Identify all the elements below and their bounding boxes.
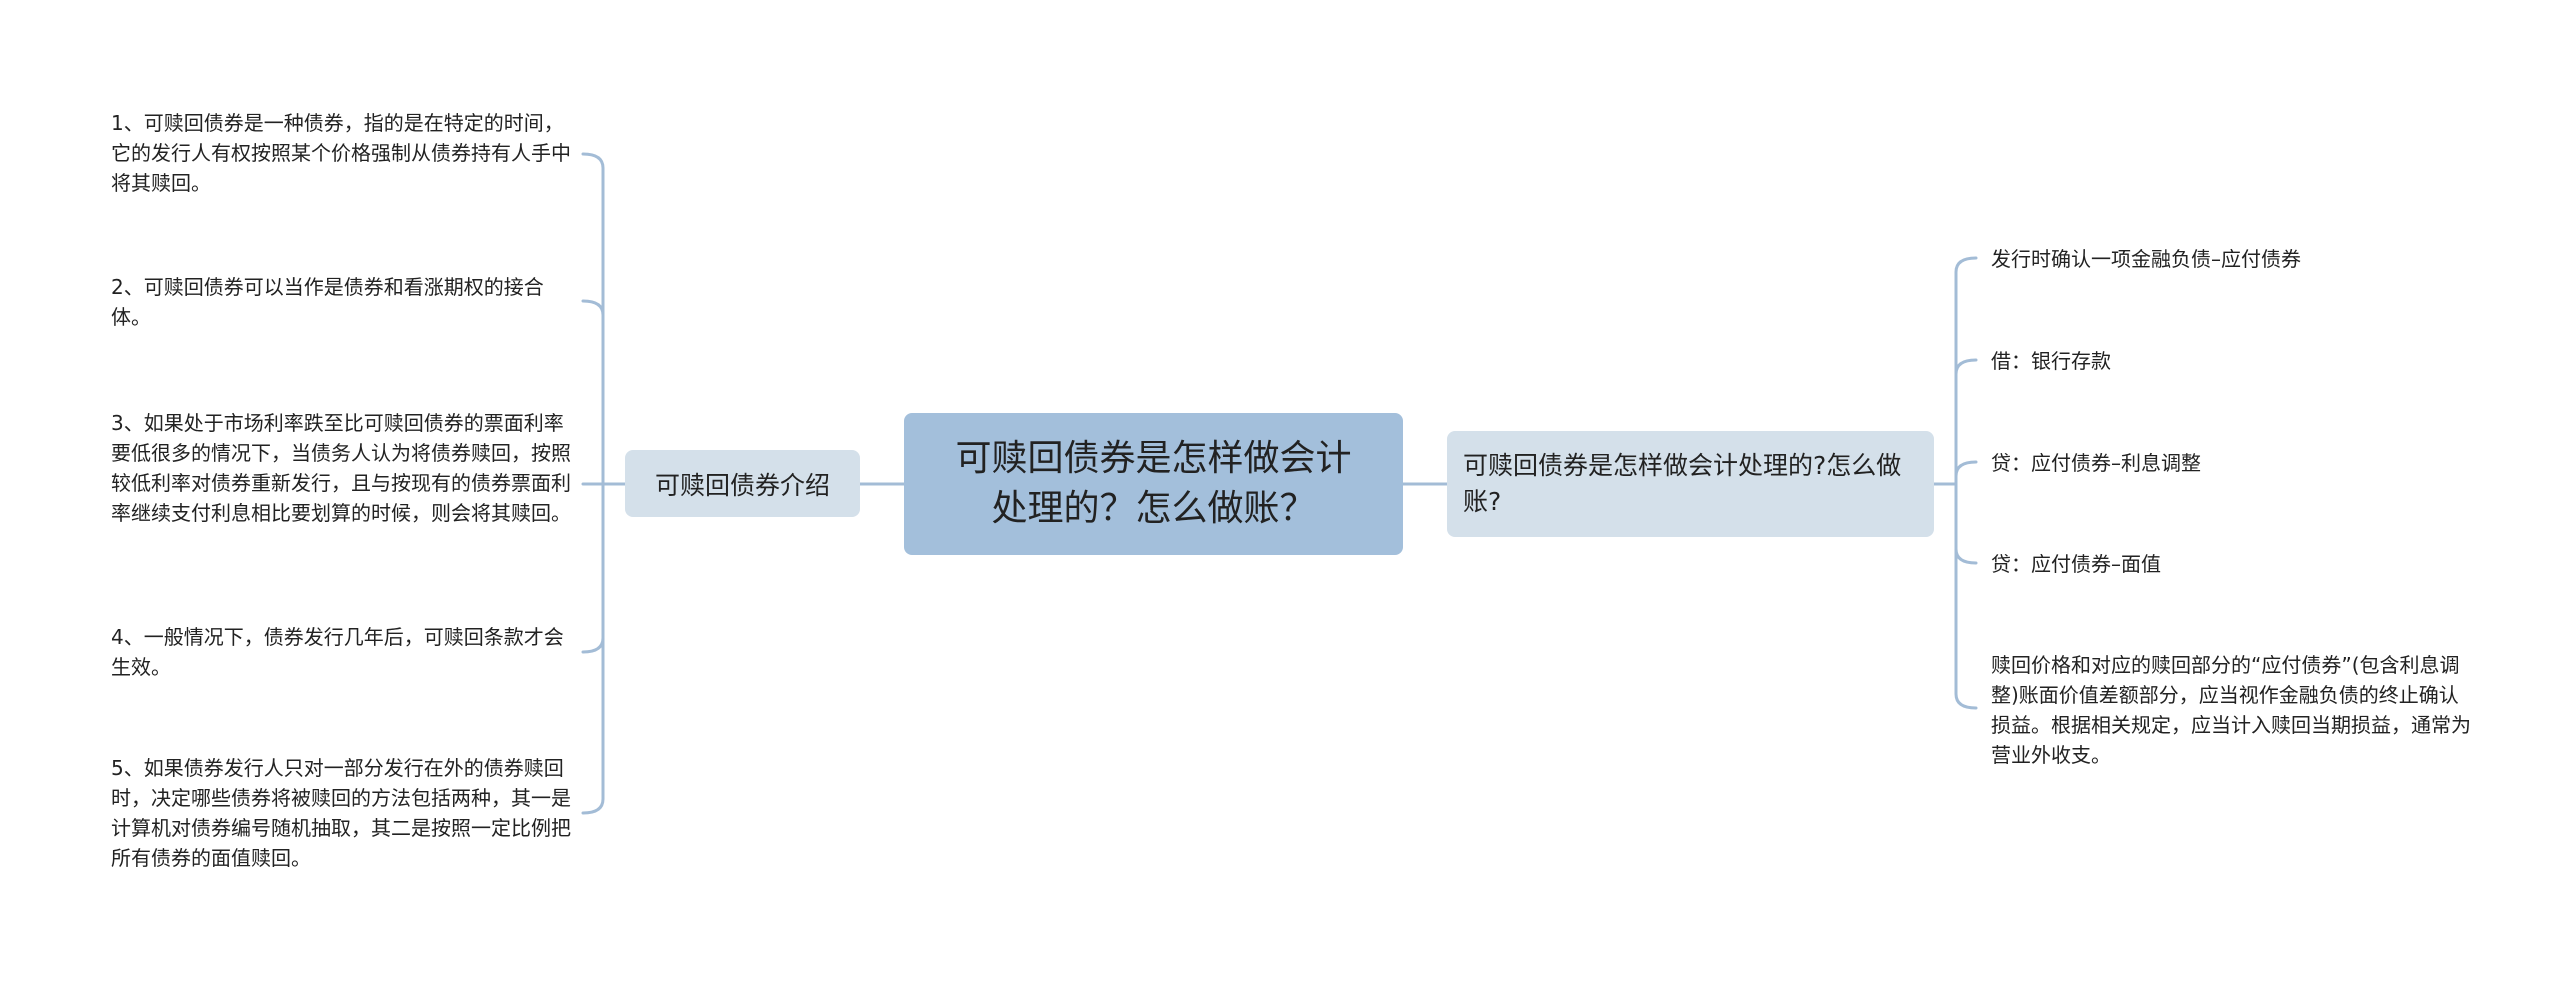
leaf-text: 5、如果债券发行人只对一部分发行在外的债券赎回时，决定哪些债券将被赎回的方法包括… bbox=[111, 756, 571, 870]
right-leaf-5[interactable]: 赎回价格和对应的赎回部分的“应付债券”(包含利息调整)账面价值差额部分，应当视作… bbox=[1991, 650, 2471, 770]
topic-label: 可赎回债券是怎样做会计处理的?怎么做账? bbox=[1463, 451, 1902, 516]
right-leaf-1[interactable]: 发行时确认一项金融负债–应付债券 bbox=[1991, 244, 2471, 274]
topic-accounting-treatment[interactable]: 可赎回债券是怎样做会计处理的?怎么做账? bbox=[1447, 431, 1934, 537]
left-leaf-2[interactable]: 2、可赎回债券可以当作是债券和看涨期权的接合体。 bbox=[111, 272, 581, 332]
leaf-text: 4、一般情况下，债券发行几年后，可赎回条款才会生效。 bbox=[111, 625, 564, 679]
leaf-text: 借：银行存款 bbox=[1991, 349, 2111, 373]
leaf-text: 贷：应付债券–利息调整 bbox=[1991, 451, 2201, 475]
root-topic[interactable]: 可赎回债券是怎样做会计处理的？怎么做账？ bbox=[904, 413, 1403, 555]
left-leaf-5[interactable]: 5、如果债券发行人只对一部分发行在外的债券赎回时，决定哪些债券将被赎回的方法包括… bbox=[111, 753, 581, 873]
leaf-text: 发行时确认一项金融负债–应付债券 bbox=[1991, 247, 2301, 271]
left-leaf-3[interactable]: 3、如果处于市场利率跌至比可赎回债券的票面利率要低很多的情况下，当债务人认为将债… bbox=[111, 408, 581, 528]
left-leaf-1[interactable]: 1、可赎回债券是一种债券，指的是在特定的时间，它的发行人有权按照某个价格强制从债… bbox=[111, 108, 581, 198]
right-leaf-3[interactable]: 贷：应付债券–利息调整 bbox=[1991, 448, 2471, 478]
leaf-text: 3、如果处于市场利率跌至比可赎回债券的票面利率要低很多的情况下，当债务人认为将债… bbox=[111, 411, 571, 525]
leaf-text: 1、可赎回债券是一种债券，指的是在特定的时间，它的发行人有权按照某个价格强制从债… bbox=[111, 111, 571, 195]
right-leaf-4[interactable]: 贷：应付债券–面值 bbox=[1991, 549, 2471, 579]
topic-label: 可赎回债券介绍 bbox=[654, 470, 830, 500]
right-leaf-2[interactable]: 借：银行存款 bbox=[1991, 346, 2471, 376]
topic-callable-bond-intro[interactable]: 可赎回债券介绍 bbox=[625, 450, 860, 517]
leaf-text: 赎回价格和对应的赎回部分的“应付债券”(包含利息调整)账面价值差额部分，应当视作… bbox=[1991, 653, 2471, 767]
leaf-text: 2、可赎回债券可以当作是债券和看涨期权的接合体。 bbox=[111, 275, 544, 329]
root-topic-label: 可赎回债券是怎样做会计处理的？怎么做账？ bbox=[955, 438, 1352, 529]
right-bracket bbox=[1954, 256, 1978, 710]
leaf-text: 贷：应付债券–面值 bbox=[1991, 552, 2161, 576]
left-leaf-4[interactable]: 4、一般情况下，债券发行几年后，可赎回条款才会生效。 bbox=[111, 622, 581, 682]
